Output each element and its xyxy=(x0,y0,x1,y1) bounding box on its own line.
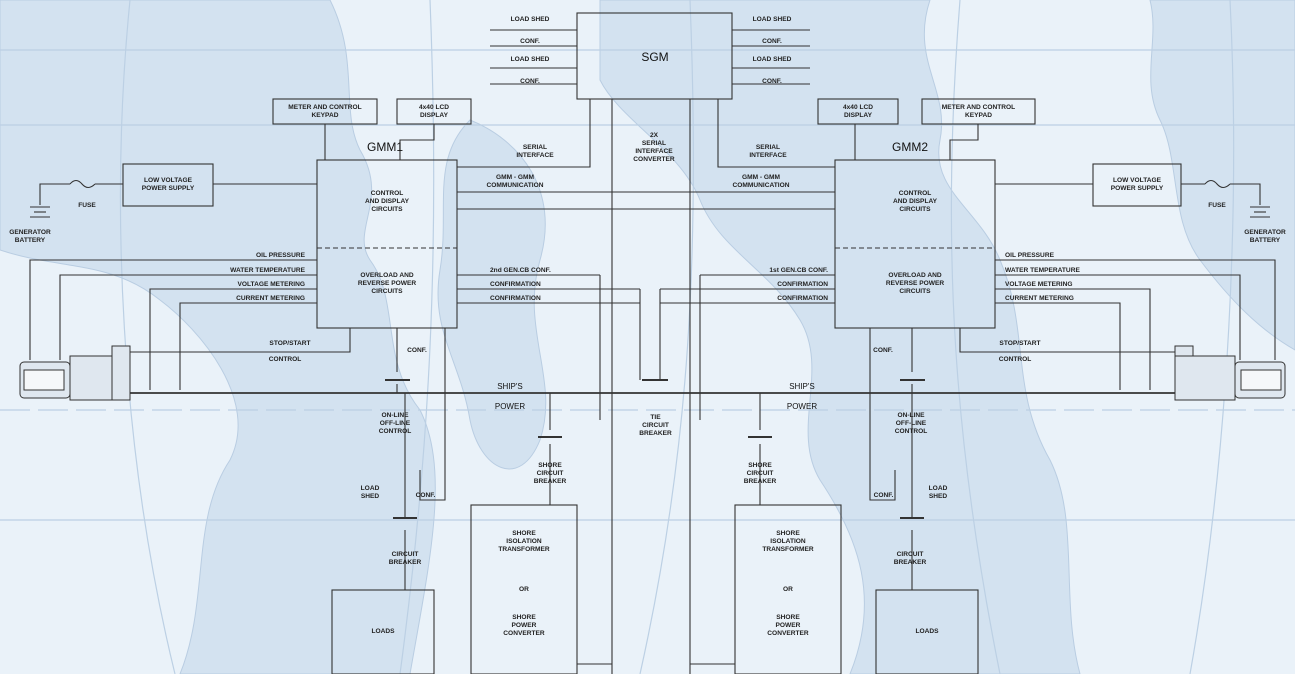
sgm-left-conf-1: CONF. xyxy=(520,38,540,45)
sgm-left-load-shed-2: LOAD SHED xyxy=(510,56,550,63)
sgm-title: SGM xyxy=(641,50,669,64)
serial-converter-label: 2X SERIAL INTERFACE CONVERTER xyxy=(633,132,675,163)
gmm1-oil-pressure: OIL PRESSURE xyxy=(256,252,305,259)
gmm2-conf: CONF. xyxy=(873,347,893,354)
gmm1-online-control: ON-LINE OFF-LINE CONTROL xyxy=(378,412,412,435)
gmm2-shore-transformer: SHORE ISOLATION TRANSFORMER xyxy=(762,530,814,553)
gmm2-power-supply-label: LOW VOLTAGE POWER SUPPLY xyxy=(1110,177,1164,192)
gmm1-shore-converter: SHORE POWER CONVERTER xyxy=(503,614,545,637)
gmm2-confirmation-1: CONFIRMATION xyxy=(777,281,828,288)
gmm1-fuse: FUSE xyxy=(78,202,96,209)
gmm2-power-supply-box xyxy=(1092,163,1182,207)
gmm2-water-temp: WATER TEMPERATURE xyxy=(1005,267,1080,274)
gmm2-battery: GENERATOR BATTERY xyxy=(1244,229,1286,244)
gmm1-title: GMM1 xyxy=(367,140,403,154)
gmm2-shore-breaker: SHORE CIRCUIT BREAKER xyxy=(743,462,777,485)
gmm2-conf-lower: CONF. xyxy=(873,492,894,499)
gmm2-lcd-box xyxy=(817,98,899,125)
gmm1-shore-box xyxy=(470,504,578,674)
sgm-right-conf-2: CONF. xyxy=(762,78,782,85)
gmm2-lcd-label: 4x40 LCD DISPLAY xyxy=(842,104,874,119)
gmm2-shore-box xyxy=(734,504,842,674)
sgm-left-load-shed-1: LOAD SHED xyxy=(510,16,550,23)
gmm2-circuit-breaker: CIRCUIT BREAKER xyxy=(893,551,927,566)
gmm2-control: CONTROL xyxy=(998,356,1032,363)
gmm1-shore-breaker: SHORE CIRCUIT BREAKER xyxy=(533,462,567,485)
gmm2-overload-circuits: OVERLOAD AND REVERSE POWER CIRCUITS xyxy=(885,272,945,295)
gmm1-battery: GENERATOR BATTERY xyxy=(9,229,51,244)
gmm2-load-shed: LOAD SHED xyxy=(928,485,948,500)
gmm2-loads-label: LOADS xyxy=(915,628,939,635)
gmm2-gen-cb-conf: 1st GEN.CB CONF. xyxy=(769,267,828,274)
gmm2-stop-start: STOP/START xyxy=(999,340,1041,347)
gmm1-conf: CONF. xyxy=(407,347,427,354)
gmm2-oil-pressure: OIL PRESSURE xyxy=(1005,252,1054,259)
gmm1-current-metering: CURRENT METERING xyxy=(236,295,305,302)
sgm-right-conf-1: CONF. xyxy=(762,38,782,45)
gmm1-overload-circuits: OVERLOAD AND REVERSE POWER CIRCUITS xyxy=(357,272,417,295)
gmm1-circuit-breaker: CIRCUIT BREAKER xyxy=(388,551,422,566)
generator-left-icon xyxy=(19,345,131,401)
gmm1-control-circuits: CONTROL AND DISPLAY CIRCUITS xyxy=(364,190,410,213)
gmm1-box xyxy=(316,159,458,329)
gmm1-loads-label: LOADS xyxy=(371,628,395,635)
sgm-right-load-shed-1: LOAD SHED xyxy=(752,16,792,23)
gmm2-title: GMM2 xyxy=(892,140,928,154)
tie-breaker-label: TIE CIRCUIT BREAKER xyxy=(639,414,672,437)
gmm2-voltage-metering: VOLTAGE METERING xyxy=(1005,281,1073,288)
gmm2-keypad-label: METER AND CONTROL KEYPAD xyxy=(941,104,1016,119)
gmm1-gen-cb-conf: 2nd GEN.CB CONF. xyxy=(490,267,551,274)
gmm1-voltage-metering: VOLTAGE METERING xyxy=(237,281,305,288)
gmm-comm-right: GMM - GMM COMMUNICATION xyxy=(732,174,790,189)
gmm2-control-circuits: CONTROL AND DISPLAY CIRCUITS xyxy=(892,190,938,213)
gmm2-current-metering: CURRENT METERING xyxy=(1005,295,1074,302)
gmm1-load-shed: LOAD SHED xyxy=(360,485,380,500)
gmm1-control: CONTROL xyxy=(268,356,302,363)
gmm1-lcd-label: 4x40 LCD DISPLAY xyxy=(418,104,450,119)
gmm2-confirmation-2: CONFIRMATION xyxy=(777,295,828,302)
sgm-right-load-shed-2: LOAD SHED xyxy=(752,56,792,63)
gmm2-fuse: FUSE xyxy=(1208,202,1226,209)
gmm1-power-supply-box xyxy=(122,163,214,207)
gmm1-stop-start: STOP/START xyxy=(269,340,311,347)
gmm1-ships-power: SHIP'S POWER xyxy=(494,382,526,411)
gmm1-loads-box xyxy=(331,589,435,674)
gmm1-confirmation-1: CONFIRMATION xyxy=(490,281,541,288)
gmm1-power-supply-label: LOW VOLTAGE POWER SUPPLY xyxy=(141,177,195,192)
gmm1-keypad-label: METER AND CONTROL KEYPAD xyxy=(288,104,362,119)
gmm2-box xyxy=(834,159,996,329)
gmm1-or: OR xyxy=(519,586,529,593)
gmm1-shore-transformer: SHORE ISOLATION TRANSFORMER xyxy=(498,530,550,553)
gmm-comm-left: GMM - GMM COMMUNICATION xyxy=(486,174,544,189)
gmm2-online-control: ON-LINE OFF-LINE CONTROL xyxy=(894,412,928,435)
gmm1-confirmation-2: CONFIRMATION xyxy=(490,295,541,302)
generator-right-icon xyxy=(1174,345,1286,401)
gmm1-water-temp: WATER TEMPERATURE xyxy=(230,267,305,274)
serial-interface-right: SERIAL INTERFACE xyxy=(749,144,787,159)
gmm1-conf-lower: CONF. xyxy=(415,492,436,499)
gmm2-ships-power: SHIP'S POWER xyxy=(786,382,818,411)
sgm-box xyxy=(576,12,733,100)
gmm2-loads-box xyxy=(875,589,979,674)
serial-interface-left: SERIAL INTERFACE xyxy=(516,144,554,159)
gmm2-or: OR xyxy=(783,586,793,593)
sgm-left-conf-2: CONF. xyxy=(520,78,540,85)
gmm2-shore-converter: SHORE POWER CONVERTER xyxy=(767,614,809,637)
